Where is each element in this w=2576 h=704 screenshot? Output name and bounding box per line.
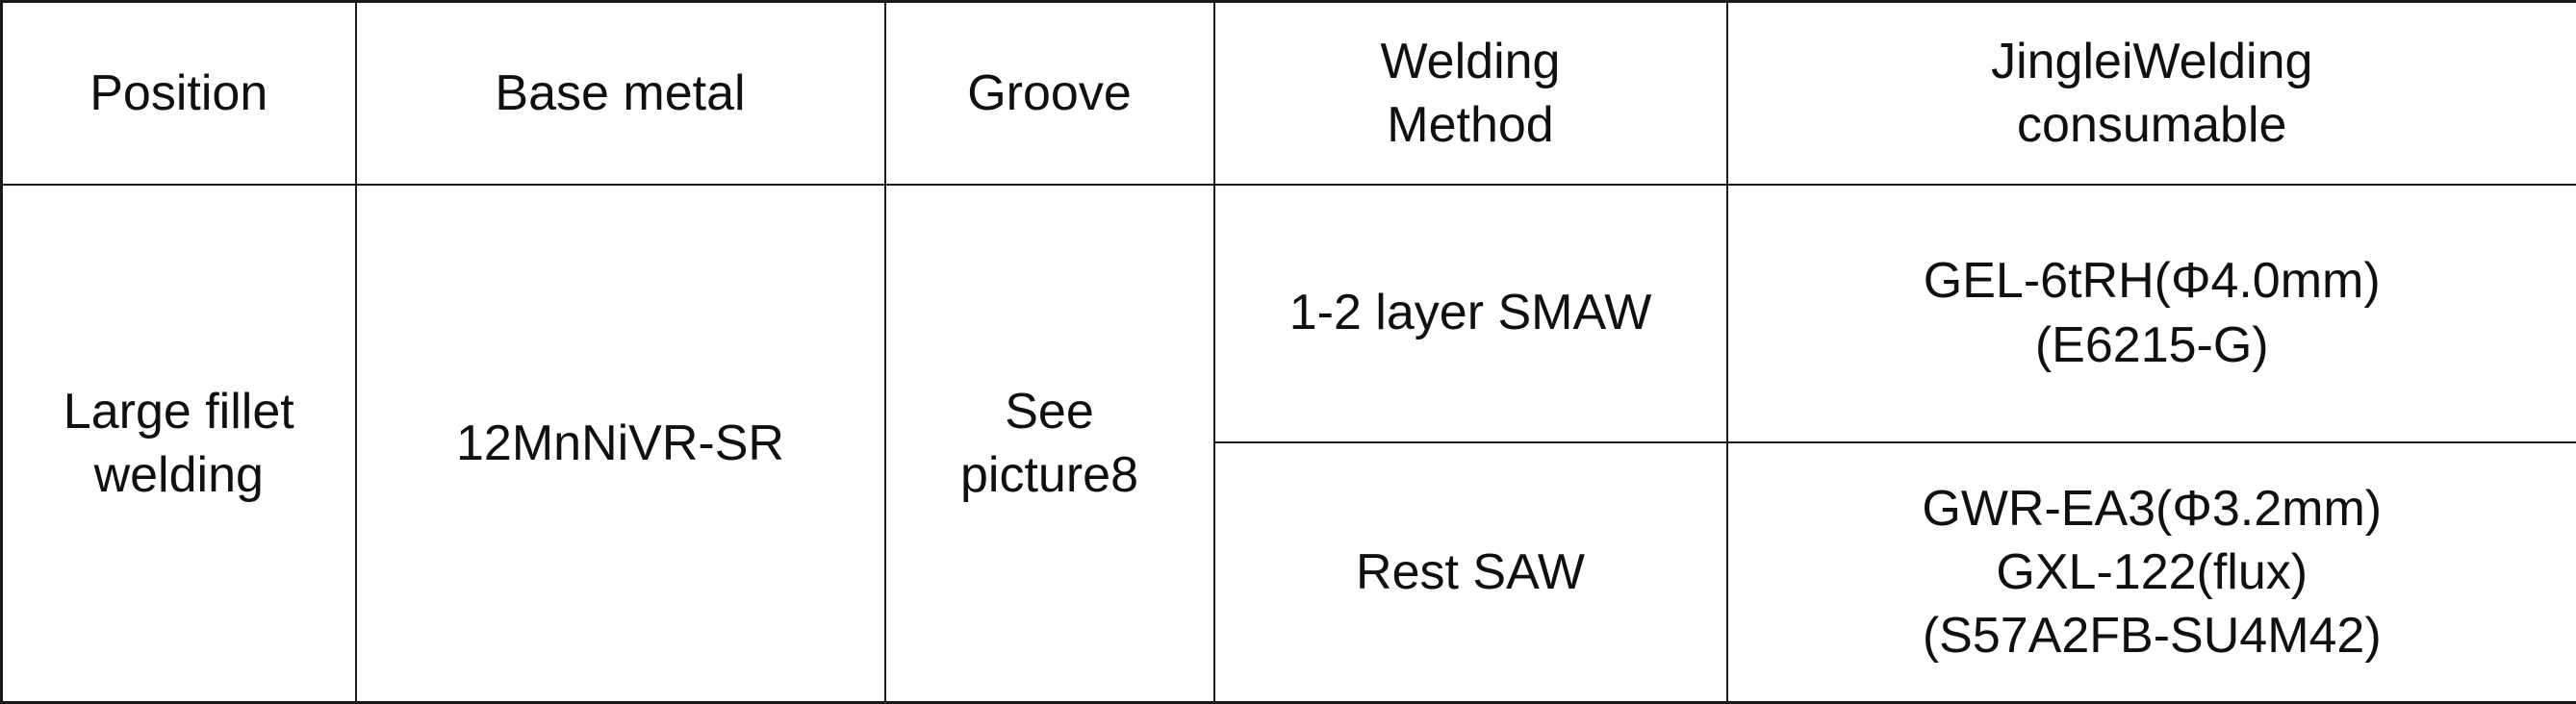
cell-position-value: Large fillet welding xyxy=(0,183,357,704)
table-body-row-2: Rest SAW GWR-EA3(Φ3.2mm) GXL-122(flux) (… xyxy=(2,440,2576,704)
cell-welding-method-row2: Rest SAW xyxy=(1212,440,1728,704)
header-groove-label: Groove xyxy=(967,64,1132,121)
welding-method-row2-value: Rest SAW xyxy=(1356,543,1585,600)
header-cell-groove: Groove xyxy=(883,0,1215,186)
cell-consumable-row1: GEL-6tRH(Φ4.0mm) (E6215-G) xyxy=(1725,183,2576,443)
header-cell-welding-method: Welding Method xyxy=(1212,0,1728,186)
cell-base-metal-value: 12MnNiVR-SR xyxy=(354,183,886,704)
header-welding-method-label-line2: Method xyxy=(1387,96,1554,153)
groove-value-line1: See xyxy=(1005,383,1094,440)
header-welding-method-label-line1: Welding xyxy=(1380,33,1561,89)
header-position-label: Position xyxy=(89,64,268,121)
header-cell-base-metal: Base metal xyxy=(354,0,886,186)
consumable-row2-line1: GWR-EA3(Φ3.2mm) xyxy=(1922,480,2383,537)
header-consumable-label-line1: JingleiWelding xyxy=(1991,33,2313,89)
cell-consumable-row2: GWR-EA3(Φ3.2mm) GXL-122(flux) (S57A2FB-S… xyxy=(1725,440,2576,704)
consumable-row1-line2: (E6215-G) xyxy=(2034,316,2269,373)
table-body-row-1: Large fillet welding 12MnNiVR-SR See pic… xyxy=(0,183,2576,704)
header-consumable-label-line2: consumable xyxy=(2017,96,2287,153)
consumable-row2-line3: (S57A2FB-SU4M42) xyxy=(1922,607,2382,664)
base-metal-value: 12MnNiVR-SR xyxy=(456,415,784,471)
table-header-row: Position Base metal Groove Welding Metho… xyxy=(0,0,2576,186)
consumable-row1-line1: GEL-6tRH(Φ4.0mm) xyxy=(1923,253,2381,310)
position-value-line2: welding xyxy=(93,446,264,503)
cell-groove-value: See picture8 xyxy=(883,183,1215,704)
header-cell-consumable: JingleiWelding consumable xyxy=(1725,0,2576,186)
header-cell-position: Position xyxy=(0,0,357,186)
header-base-metal-label: Base metal xyxy=(495,64,746,121)
groove-value-line2: picture8 xyxy=(960,446,1138,503)
cell-welding-method-row1: 1-2 layer SMAW xyxy=(1212,183,1728,443)
position-value-line1: Large fillet xyxy=(63,383,294,440)
welding-method-row1-value: 1-2 layer SMAW xyxy=(1288,285,1652,341)
consumable-row2-line2: GXL-122(flux) xyxy=(1996,543,2308,600)
